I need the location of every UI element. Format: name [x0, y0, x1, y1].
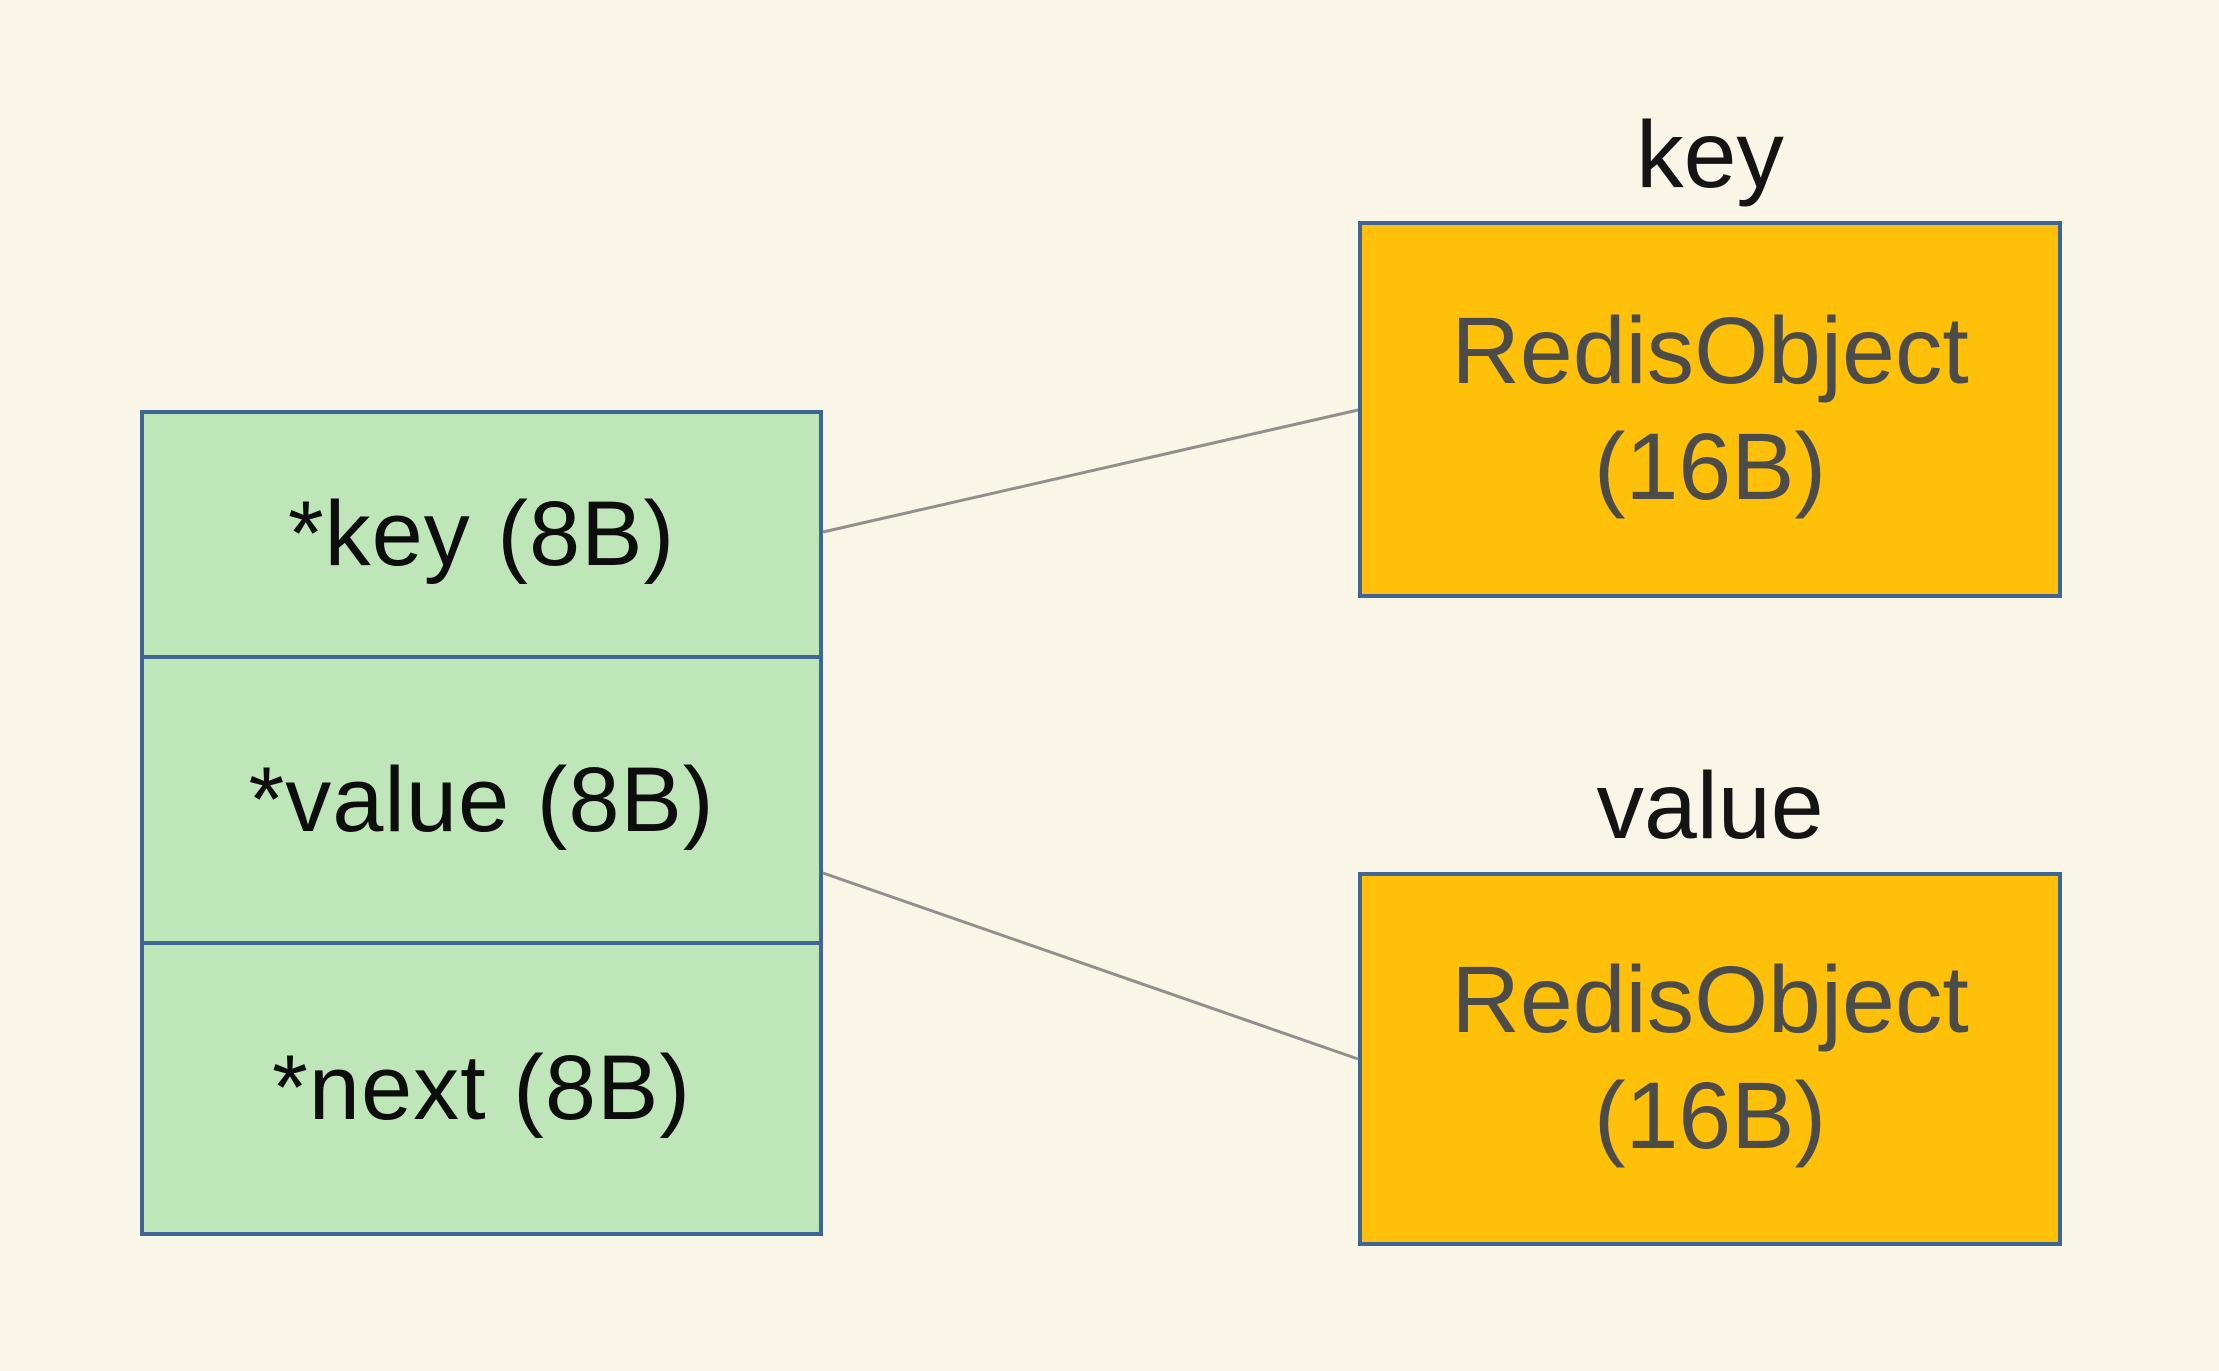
dict-entry-struct: *key (8B) *value (8B) *next (8B)	[140, 410, 823, 1236]
value-redis-object-box: RedisObject (16B)	[1358, 872, 2062, 1246]
value-redis-object-name: RedisObject	[1451, 947, 1969, 1054]
key-redis-object-box: RedisObject (16B)	[1358, 221, 2062, 598]
value-redis-object-size: (16B)	[1593, 1063, 1827, 1169]
struct-field-value: *value (8B)	[144, 655, 819, 941]
key-pointer-line	[822, 408, 1359, 534]
struct-field-key: *key (8B)	[287, 483, 676, 585]
key-redis-object-name: RedisObject	[1451, 297, 1969, 404]
key-object-label: key	[1636, 102, 1784, 208]
value-object-label: value	[1596, 753, 1824, 859]
struct-field-next: *next (8B)	[144, 941, 819, 1232]
value-pointer-line	[822, 871, 1359, 1061]
key-redis-object-size: (16B)	[1593, 413, 1827, 520]
